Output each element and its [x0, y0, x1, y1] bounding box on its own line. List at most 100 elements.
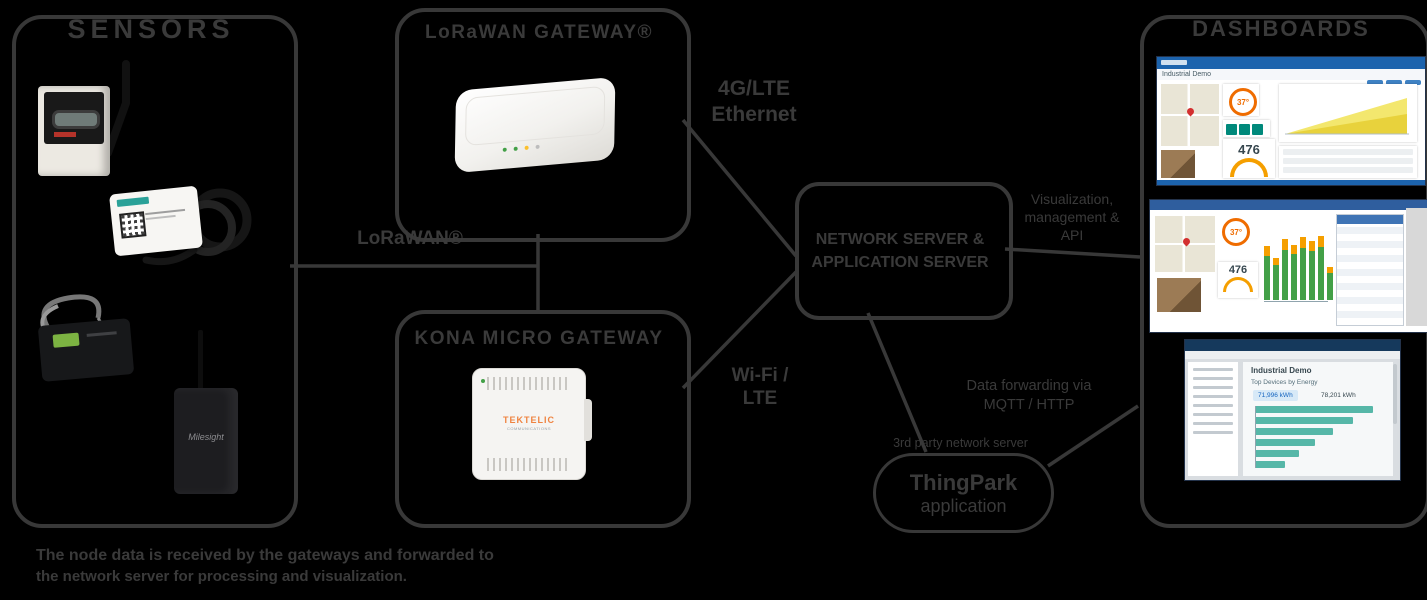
bar: [1273, 258, 1279, 300]
map-widget: [1155, 216, 1215, 272]
gateway-bottom-box-title: KONA MICRO GATEWAY: [414, 328, 664, 349]
link-gateway-bottom-to-server: [681, 270, 798, 390]
screen-footer: [1157, 180, 1425, 185]
wall-gateway-device: TEKTELIC COMMUNICATIONS: [472, 368, 592, 480]
gauge-arc-icon: [1230, 158, 1268, 177]
vent-grille: [487, 458, 571, 471]
screen-header: [1150, 200, 1427, 216]
bar: [1300, 237, 1306, 300]
to-thirdparty-label: Data forwarding via MQTT / HTTP: [944, 377, 1114, 415]
map-marker-icon: [1181, 236, 1192, 247]
dashboard-screenshot-top: Industrial Demo 37° 476: [1157, 57, 1425, 185]
status-tiles: [1223, 120, 1270, 137]
button-chip: [1386, 80, 1402, 85]
link-server-to-thirdparty: [866, 312, 928, 453]
chart-axis: [1264, 301, 1328, 302]
gateway-top-box-title: LoRaWAN GATEWAY®: [424, 22, 653, 43]
gauge-card: 476: [1223, 139, 1275, 178]
bar: [1264, 246, 1270, 300]
thirdparty-app-name: ThingPark: [909, 469, 1018, 495]
bar: [1309, 241, 1315, 300]
gateway-brand-label: TEKTELIC: [503, 415, 555, 425]
sidebar-item: [1193, 431, 1233, 434]
stat-value: 71,996 kWh: [1253, 390, 1298, 401]
tile-icon: [1252, 124, 1263, 135]
horizontal-bar-chart: [1255, 406, 1373, 468]
sensor-logo: [54, 132, 76, 137]
sidebar-item: [1193, 368, 1233, 371]
bar: [1327, 267, 1333, 300]
desktop-gateway-device: [454, 76, 616, 174]
label-line: [145, 208, 186, 216]
thirdparty-app-type: application: [920, 495, 1007, 516]
sensor-body: [38, 86, 110, 176]
controller-device: Milesight: [168, 330, 248, 500]
dashboard-screenshot-middle: 37° 476: [1150, 200, 1427, 332]
gateway-top-box: [395, 8, 691, 242]
trend-chart-card: [1279, 84, 1417, 142]
temperature-value: 37°: [1222, 218, 1250, 246]
bar: [1255, 439, 1315, 446]
sidebar-item: [1193, 377, 1233, 380]
tile-icon: [1226, 124, 1237, 135]
chart-axis: [1255, 406, 1256, 468]
screen-header: [1157, 57, 1425, 73]
stacked-bar-chart: [1264, 234, 1333, 300]
sensor-body: Milesight: [174, 388, 238, 494]
temperature-sensor-device: [109, 180, 262, 272]
to-dashboards-label: Visualization, management & API: [1008, 190, 1136, 244]
link-thirdparty-to-dashboards: [1047, 404, 1139, 468]
dashboard-screenshot-bottom: Industrial Demo Top Devices by Energy 71…: [1185, 340, 1400, 480]
backhaul-top-line2: Ethernet: [711, 103, 797, 126]
network-server-box: [795, 182, 1013, 320]
antenna-icon: [198, 330, 203, 392]
table-header: [1337, 215, 1403, 224]
led-icon: [524, 145, 529, 151]
sensor-front-panel: [44, 92, 104, 144]
bar: [1255, 428, 1333, 435]
sensors-box: [12, 15, 298, 528]
to-dashboards-line2: management &: [1024, 209, 1120, 225]
toolbar-buttons: [1364, 72, 1421, 90]
pressure-sensor-device: [38, 58, 158, 180]
chart-heading: Top Devices by Energy: [1251, 379, 1318, 386]
network-server-line1: NETWORK SERVER &: [815, 231, 985, 248]
antenna-icon: [104, 60, 130, 157]
sensor-display: [52, 332, 80, 348]
led-icon: [513, 146, 518, 151]
stat-value: 78,201 kWh: [1321, 392, 1356, 399]
list-card: [1279, 146, 1417, 178]
screen-toolbar: Industrial Demo: [1157, 69, 1425, 85]
gauge-value: 476: [1238, 142, 1260, 157]
bar: [1291, 245, 1297, 300]
bar: [1318, 236, 1324, 300]
lorawan-link-label: LoRaWAN®: [357, 228, 463, 249]
backhaul-top-label: 4G/LTE Ethernet: [697, 76, 811, 128]
label-line: [86, 331, 117, 337]
led-panel: [502, 135, 547, 157]
sensor-brand-label: Milesight: [188, 432, 224, 442]
gauge-arc-icon: [1223, 277, 1253, 292]
thirdparty-app-box: ThingPark application: [873, 453, 1054, 533]
to-thirdparty-line2: MQTT / HTTP: [983, 397, 1075, 413]
screen-title: Industrial Demo: [1251, 366, 1312, 375]
button-chip: [1405, 80, 1421, 85]
bar: [1255, 461, 1285, 468]
screen-sidebar: [1188, 362, 1238, 476]
logo-icon: [1161, 60, 1187, 65]
gauge-value: 476: [1228, 264, 1248, 276]
bar: [1255, 417, 1353, 424]
qr-code-icon: [119, 211, 147, 239]
scrollbar[interactable]: [1393, 364, 1397, 424]
link-server-to-dashboards: [1004, 247, 1141, 259]
link-gateway-top-to-server: [681, 118, 798, 258]
list-item: [1283, 158, 1413, 164]
list-item: [1283, 149, 1413, 155]
list-item: [1283, 167, 1413, 173]
side-panel: [1406, 208, 1427, 326]
backhaul-top-line1: 4G/LTE: [718, 77, 790, 100]
to-dashboards-line3: API: [1060, 227, 1084, 243]
area-chart: [1285, 98, 1409, 135]
site-photo: [1157, 278, 1201, 312]
